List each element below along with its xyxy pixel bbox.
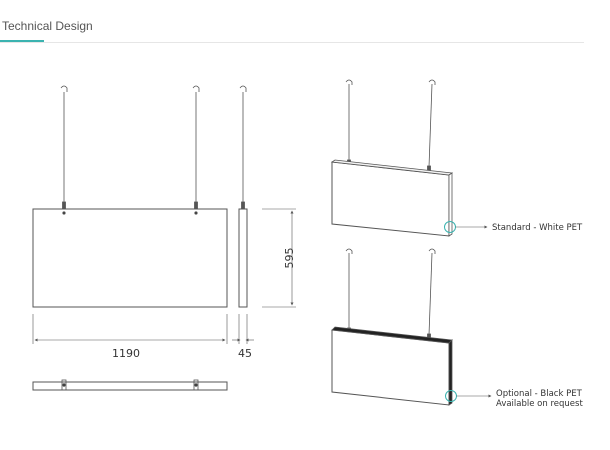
front-gripper-left	[62, 201, 66, 210]
front-gripper-right	[194, 201, 198, 210]
active-tab-indicator	[0, 40, 44, 42]
front-panel	[32, 208, 228, 308]
front-hook-right	[192, 85, 200, 92]
iso-opt-hook-left	[345, 248, 353, 254]
callout-label-optional-line1: Optional - Black PET	[496, 389, 583, 399]
iso-opt-hook-right	[428, 248, 436, 254]
dim-height-label: 595	[283, 248, 296, 269]
iso-std-hook-right	[428, 79, 436, 85]
callout-label-optional-line2: Available on request	[496, 399, 583, 409]
side-panel	[238, 208, 248, 308]
side-gripper	[241, 201, 245, 210]
iso-std-hook-left	[345, 79, 353, 85]
iso-opt-cable-right	[428, 252, 433, 336]
callout-label-standard: Standard - White PET	[492, 223, 583, 233]
top-fixing-left	[62, 383, 66, 387]
top-panel	[32, 381, 228, 391]
iso-panel-optional	[331, 248, 453, 406]
iso-opt-side-edge	[448, 339, 453, 406]
side-view	[238, 85, 248, 308]
side-hook	[239, 85, 247, 92]
top-gripper-left	[61, 379, 67, 391]
dim-width-label: 1190	[112, 347, 140, 360]
top-view	[32, 379, 228, 391]
top-fixing-right	[194, 383, 198, 387]
top-gripper-right	[193, 379, 199, 391]
front-view	[32, 85, 228, 308]
front-fixing-left	[62, 211, 66, 215]
tab-technical-design[interactable]: Technical Design	[2, 19, 93, 33]
dim-depth-label: 45	[238, 347, 252, 360]
tab-bar: Technical Design	[0, 0, 584, 43]
front-fixing-right	[194, 211, 198, 215]
dimension-lines	[32, 208, 296, 344]
iso-std-side-edge	[448, 172, 453, 237]
iso-panel-standard	[330, 79, 454, 237]
iso-std-cable-right	[428, 83, 433, 168]
front-hook-left	[60, 85, 68, 92]
